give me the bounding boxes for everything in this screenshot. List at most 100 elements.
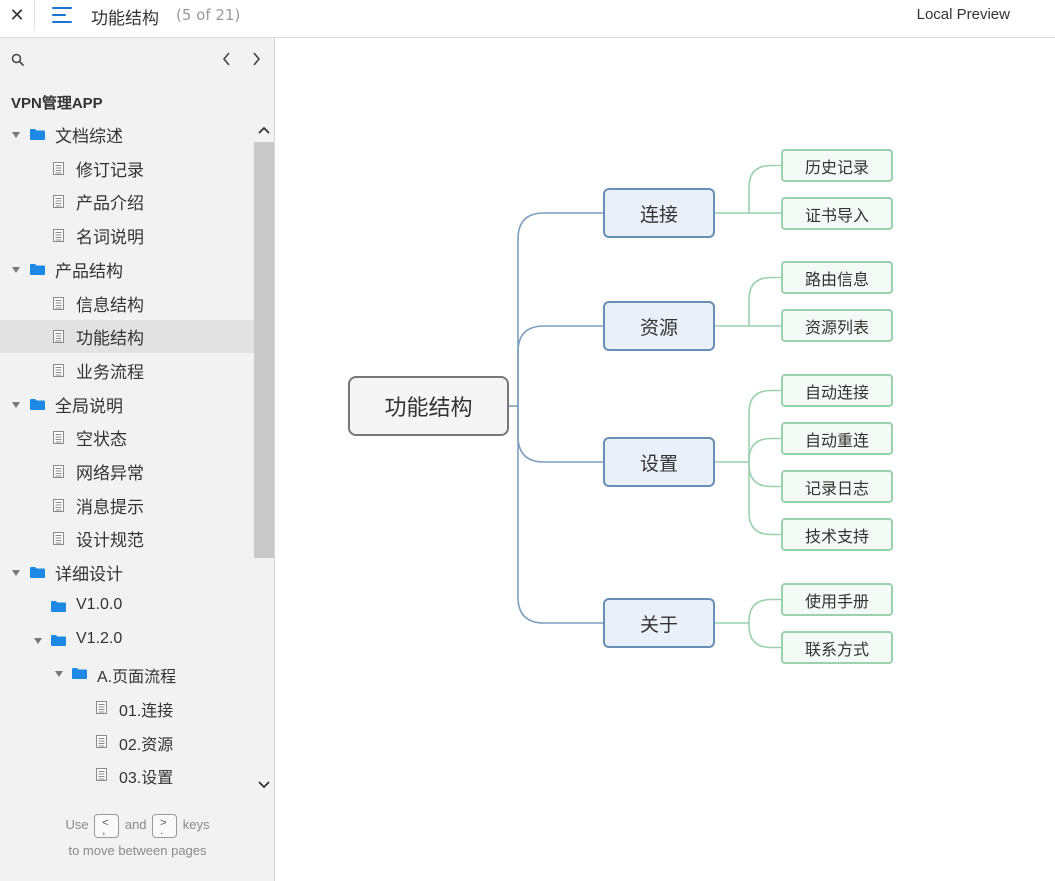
root-node[interactable]: 功能结构 (348, 376, 509, 436)
tree-folder[interactable]: A.页面流程 (0, 657, 254, 690)
tree-page[interactable]: 03.设置 (0, 758, 254, 791)
tree-folder[interactable]: 全局说明 (0, 388, 254, 421)
project-title: VPN管理APP (11, 95, 103, 112)
tree-item-label: 详细设计 (55, 565, 123, 586)
tree-page[interactable]: 产品介绍 (0, 185, 254, 218)
page-icon (96, 768, 107, 782)
chevron-left-icon (222, 52, 230, 66)
branch-connector (517, 406, 603, 463)
chevron-up-icon (258, 126, 270, 134)
caret-down-icon[interactable] (54, 669, 64, 679)
tree-page[interactable]: 消息提示 (0, 489, 254, 522)
tree-item-label: 消息提示 (76, 497, 144, 518)
tree-page[interactable]: 修订记录 (0, 152, 254, 185)
tree-folder[interactable]: V1.0.0 (0, 590, 254, 623)
leaf-connector (748, 598, 781, 623)
tree-item-label: 设计规范 (76, 531, 144, 552)
page-icon (53, 229, 64, 243)
caret-down-icon[interactable] (11, 265, 21, 275)
leaf-node[interactable]: 自动重连 (781, 422, 893, 455)
leaf-node[interactable]: 记录日志 (781, 470, 893, 503)
page-icon (53, 431, 64, 445)
chevron-down-icon (258, 781, 270, 789)
tree-page[interactable]: 网络异常 (0, 455, 254, 488)
page-icon (53, 296, 64, 310)
tree-item-label: 全局说明 (55, 396, 123, 417)
tree-page[interactable]: 信息结构 (0, 287, 254, 320)
key-prev-icon: < , (94, 813, 120, 838)
page-tree: 文档综述修订记录产品介绍名词说明产品结构信息结构功能结构业务流程全局说明空状态网… (0, 118, 254, 798)
leaf-node[interactable]: 历史记录 (781, 149, 893, 182)
caret-down-icon[interactable] (33, 636, 43, 646)
tree-item-label: 信息结构 (76, 295, 144, 316)
sidebar-scrollbar[interactable] (254, 118, 274, 798)
tree-page[interactable]: 功能结构 (0, 320, 254, 354)
leaf-connector (748, 462, 781, 488)
tree-page[interactable]: 空状态 (0, 421, 254, 454)
folder-icon (30, 398, 45, 410)
tree-item-label: V1.2.0 (76, 629, 123, 647)
branch-node[interactable]: 设置 (603, 437, 715, 487)
tree-folder[interactable]: 详细设计 (0, 556, 254, 589)
close-icon: ✕ (9, 4, 25, 26)
tree-page[interactable]: 02.资源 (0, 725, 254, 758)
tree-item-label: 03.设置 (119, 770, 174, 788)
folder-icon (30, 567, 45, 579)
scroll-up-button[interactable] (254, 120, 274, 140)
caret-down-icon[interactable] (11, 130, 21, 140)
previous-page-button[interactable] (217, 49, 237, 69)
search-icon[interactable] (11, 53, 25, 67)
leaf-node[interactable]: 资源列表 (781, 309, 893, 342)
close-button[interactable]: ✕ (0, 0, 34, 30)
tree-item-label: V1.0.0 (76, 595, 123, 613)
branch-connector (517, 325, 603, 406)
scroll-down-button[interactable] (254, 775, 274, 795)
leaf-node[interactable]: 路由信息 (781, 261, 893, 294)
branch-node[interactable]: 资源 (603, 301, 715, 351)
tree-item-label: 名词说明 (76, 228, 144, 249)
leaf-node[interactable]: 使用手册 (781, 583, 893, 616)
leaf-connector (748, 164, 781, 213)
leaf-connector (748, 437, 781, 462)
folder-icon (51, 634, 66, 646)
tree-page[interactable]: 业务流程 (0, 354, 254, 387)
tree-page[interactable]: 01.连接 (0, 691, 254, 724)
caret-down-icon[interactable] (11, 400, 21, 410)
tree-item-label: 修订记录 (76, 160, 144, 181)
folder-icon (51, 600, 66, 612)
page-icon (53, 161, 64, 175)
page-icon (53, 498, 64, 512)
tree-page[interactable]: 设计规范 (0, 522, 254, 555)
sidebar: VPN管理APP 文档综述修订记录产品介绍名词说明产品结构信息结构功能结构业务流… (0, 38, 275, 881)
leaf-node[interactable]: 联系方式 (781, 631, 893, 664)
tree-item-label: 空状态 (76, 430, 127, 451)
tree-page[interactable]: 名词说明 (0, 219, 254, 252)
chevron-right-icon (253, 52, 261, 66)
branch-connector (517, 212, 603, 406)
leaf-node[interactable]: 证书导入 (781, 197, 893, 230)
folder-icon (30, 263, 45, 275)
leaf-node[interactable]: 技术支持 (781, 518, 893, 551)
folder-icon (30, 129, 45, 140)
caret-down-icon[interactable] (11, 568, 21, 578)
page-title: 功能结构 (91, 9, 159, 29)
tree-folder[interactable]: 产品结构 (0, 253, 254, 286)
tree-item-label: A.页面流程 (97, 669, 177, 687)
menu-icon[interactable] (52, 5, 74, 25)
local-preview-label: Local Preview (916, 6, 1010, 23)
branch-node[interactable]: 连接 (603, 188, 715, 238)
leaf-connector (748, 276, 781, 326)
mindmap-canvas: 连接 历史记录证书导入资源 路由信息资源列表设置 自动连接自动重连记录日志技术支持关于… (276, 39, 1055, 881)
page-icon (53, 363, 64, 377)
leaf-node[interactable]: 自动连接 (781, 374, 893, 407)
tree-item-label: 01.连接 (119, 702, 174, 720)
page-icon (53, 465, 64, 478)
branch-node[interactable]: 关于 (603, 598, 715, 648)
tree-folder[interactable]: 文档综述 (0, 118, 254, 151)
scroll-thumb[interactable] (254, 142, 274, 558)
mindmap-connectors (509, 164, 781, 649)
leaf-connector (748, 623, 781, 649)
next-page-button[interactable] (246, 49, 266, 69)
tree-folder[interactable]: V1.2.0 (0, 624, 254, 657)
divider (34, 0, 35, 30)
